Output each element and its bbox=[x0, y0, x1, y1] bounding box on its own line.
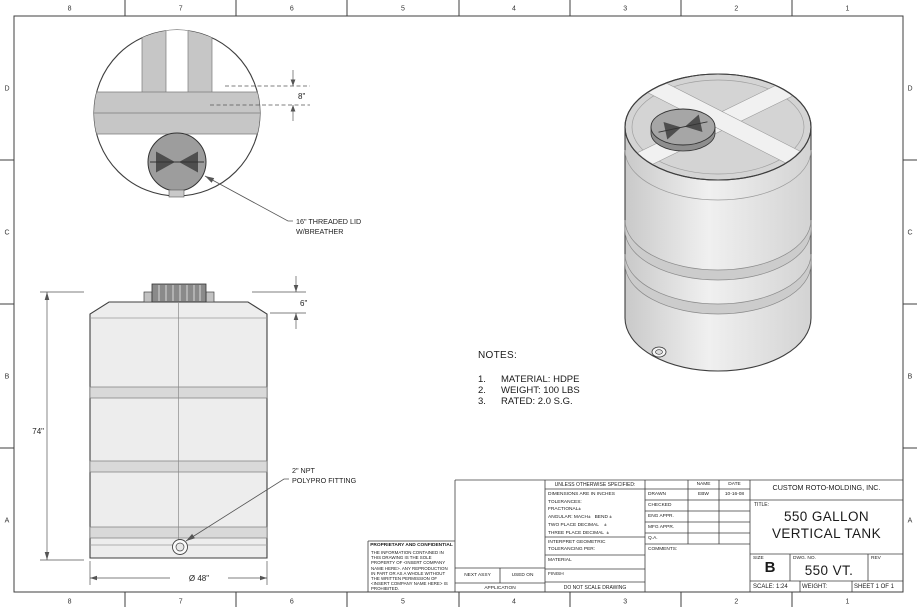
dim-top-height-label: 6" bbox=[300, 299, 307, 308]
proprietary-body: THE INFORMATION CONTAINED IN THIS DRAWIN… bbox=[371, 550, 448, 592]
iso-bottom-fitting bbox=[651, 346, 667, 358]
size-value: B bbox=[764, 559, 776, 576]
date-header: DATE bbox=[728, 482, 741, 487]
zone-label: 4 bbox=[512, 599, 516, 606]
proprietary-heading: PROPRIETARY AND CONFIDENTIAL bbox=[370, 543, 453, 548]
approval-row-label: CHECKED bbox=[648, 503, 672, 508]
lid-callout-leader bbox=[204, 175, 293, 222]
title-block-grid bbox=[367, 479, 903, 592]
isometric-view bbox=[624, 73, 812, 372]
zone-label: 5 bbox=[401, 599, 405, 606]
dim-height bbox=[40, 291, 84, 561]
next-assy-label: NEXT ASSY bbox=[464, 573, 491, 578]
iso-rib bbox=[624, 219, 812, 281]
notes-heading: NOTES: bbox=[478, 350, 518, 361]
zone-label: 3 bbox=[623, 6, 627, 13]
name-header: NAME bbox=[696, 482, 711, 487]
dwg-no-value: 550 VT. bbox=[804, 563, 854, 578]
company-name: CUSTOM ROTO-MOLDING, INC. bbox=[772, 483, 881, 492]
note-item: 1.MATERIAL: HDPE bbox=[478, 374, 580, 385]
iso-threaded-lid bbox=[650, 108, 716, 152]
dwg-no-label: DWG. NO. bbox=[793, 556, 816, 561]
approval-row-label: COMMENTS: bbox=[648, 547, 678, 552]
interpret-line1: INTERPRET GEOMETRIC bbox=[548, 540, 606, 545]
zone-label: 7 bbox=[179, 599, 183, 606]
tolerances-lines: DIMENSIONS ARE IN INCHES TOLERANCES: FRA… bbox=[548, 492, 615, 536]
dim-diameter bbox=[89, 561, 268, 585]
dim-top-height bbox=[252, 276, 306, 329]
iso-rib bbox=[624, 253, 812, 315]
material-label: MATERIAL bbox=[548, 558, 572, 563]
weight-label: WEIGHT: bbox=[802, 584, 827, 590]
zone-label: B bbox=[908, 374, 913, 381]
tolerances-header: UNLESS OTHERWISE SPECIFIED: bbox=[554, 482, 636, 488]
drawing-title-line2: VERTICAL TANK bbox=[772, 526, 881, 541]
zone-label: D bbox=[4, 86, 9, 93]
top-view: 8" 16" THREADED LID W/BREATHER bbox=[93, 29, 361, 236]
zone-label: 2 bbox=[734, 6, 738, 13]
zone-label: 7 bbox=[179, 6, 183, 13]
zone-label: 6 bbox=[290, 6, 294, 13]
approval-row-label: ENG APPR. bbox=[648, 514, 674, 519]
fitting-callout-line2: POLYPRO FITTING bbox=[292, 476, 357, 485]
rev-label: REV bbox=[871, 556, 881, 561]
zone-labels: 8 7 6 5 4 3 2 1 8 7 6 5 4 3 2 1 D C B A … bbox=[4, 6, 912, 606]
zone-label: D bbox=[907, 86, 912, 93]
zone-label: A bbox=[5, 518, 10, 525]
fitting-callout-line1: 2" NPT bbox=[292, 466, 316, 475]
bottom-fitting-front bbox=[172, 539, 188, 555]
lid-callout-line1: 16" THREADED LID bbox=[296, 217, 361, 226]
finish-label: FINISH bbox=[548, 572, 564, 577]
title-label: TITLE: bbox=[754, 502, 770, 508]
fitting-callout-leader bbox=[185, 478, 289, 542]
approval-row-name: EBW bbox=[698, 492, 709, 497]
application-label: APPLICATION bbox=[484, 585, 516, 591]
zone-label: 8 bbox=[68, 599, 72, 606]
dim-lid-offset bbox=[210, 70, 310, 121]
zone-label: 8 bbox=[68, 6, 72, 13]
zone-label: 2 bbox=[734, 599, 738, 606]
threaded-lid-top bbox=[147, 132, 207, 198]
dim-diameter-label: Ø 48" bbox=[189, 574, 209, 583]
used-on-label: USED ON bbox=[511, 573, 534, 578]
zone-label: 3 bbox=[623, 599, 627, 606]
approval-row-date: 10-16-08 bbox=[724, 492, 745, 497]
note-item: 2.WEIGHT: 100 LBS bbox=[478, 385, 580, 396]
zone-label: 1 bbox=[845, 6, 849, 13]
drawing-title-line1: 550 GALLON bbox=[783, 509, 870, 524]
size-label: SIZE bbox=[753, 556, 764, 561]
zone-label: B bbox=[5, 374, 10, 381]
interpret-line2: TOLERANCING PER: bbox=[548, 547, 596, 552]
approval-row-label: MFG APPR. bbox=[648, 525, 675, 530]
zone-label: C bbox=[907, 230, 912, 237]
notes-block: NOTES: 1.MATERIAL: HDPE 2.WEIGHT: 100 LB… bbox=[478, 350, 580, 407]
scale-value: SCALE: 1:24 bbox=[753, 584, 788, 590]
zone-label: A bbox=[908, 518, 913, 525]
zone-label: 1 bbox=[845, 599, 849, 606]
dim-lid-offset-label: 8" bbox=[298, 92, 305, 101]
iso-tank-body bbox=[624, 126, 812, 372]
note-item: 3.RATED: 2.0 S.G. bbox=[478, 396, 573, 407]
zone-label: C bbox=[4, 230, 9, 237]
lid-side-view bbox=[151, 283, 207, 303]
lid-callout-line2: W/BREATHER bbox=[296, 227, 343, 236]
sheet-value: SHEET 1 OF 1 bbox=[854, 584, 894, 590]
approval-row-label: Q.A. bbox=[648, 536, 658, 541]
front-view: 74" 6" Ø 48" 2" NPT POLYPRO FITTING bbox=[32, 276, 357, 585]
zone-label: 5 bbox=[401, 6, 405, 13]
dim-height-label: 74" bbox=[32, 427, 44, 436]
approval-row-label: DRAWN bbox=[648, 492, 666, 497]
zone-label: 6 bbox=[290, 599, 294, 606]
do-not-scale-label: DO NOT SCALE DRAWING bbox=[563, 584, 627, 591]
zone-label: 4 bbox=[512, 6, 516, 13]
